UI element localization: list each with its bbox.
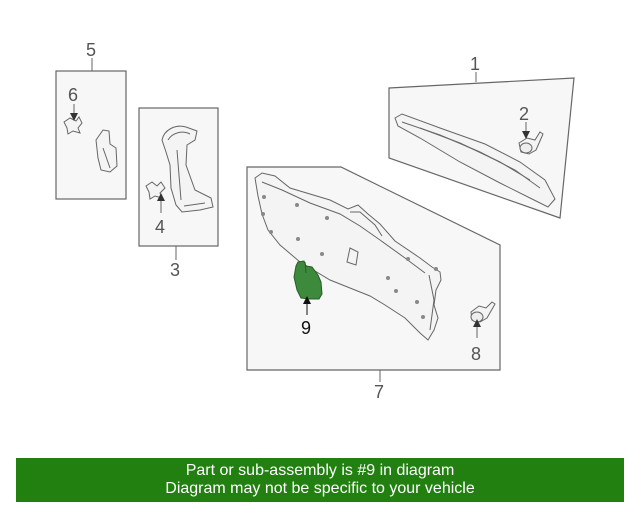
callout-4: 4	[155, 217, 165, 237]
callout-8: 8	[471, 344, 481, 364]
clip-part-2[interactable]	[518, 131, 544, 155]
info-banner: Part or sub-assembly is #9 in diagram Di…	[16, 458, 624, 502]
group-5-box	[55, 70, 127, 200]
group-7	[246, 166, 501, 382]
banner-line-1: Part or sub-assembly is #9 in diagram	[185, 462, 455, 479]
banner-line-2: Diagram may not be specific to your vehi…	[165, 480, 475, 497]
group-3	[138, 107, 219, 260]
callout-1: 1	[470, 54, 480, 74]
group-5	[55, 58, 127, 200]
pillar-trim-part[interactable]	[161, 125, 214, 213]
clip-part-8[interactable]	[470, 301, 496, 323]
group-1	[388, 72, 575, 219]
upper-trim-part[interactable]	[394, 113, 556, 208]
callout-2: 2	[519, 104, 529, 124]
callout-5: 5	[86, 40, 96, 60]
callout-9: 9	[301, 318, 311, 338]
bracket-part	[95, 129, 118, 173]
callout-3: 3	[170, 260, 180, 280]
callout-7: 7	[374, 382, 384, 402]
highlighted-part-9[interactable]	[293, 260, 323, 300]
liftgate-trim-panel[interactable]	[254, 172, 442, 341]
callout-6: 6	[68, 85, 78, 105]
